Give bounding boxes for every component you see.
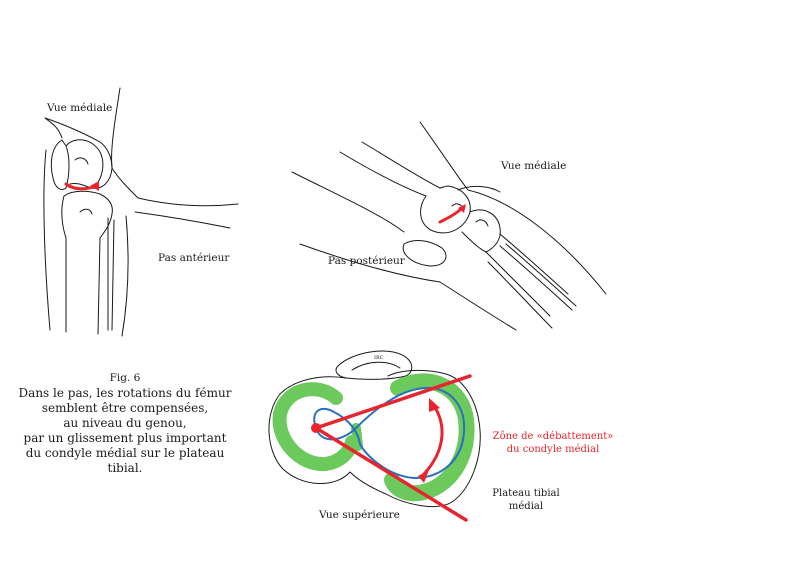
label-vue-superieure: Vue supérieure bbox=[319, 509, 400, 521]
label-zone-debattement: Zône de «débattement» du condyle médial bbox=[478, 430, 628, 456]
zone-line-2: du condyle médial bbox=[506, 444, 600, 455]
figure-number: Fig. 6 bbox=[109, 372, 141, 384]
rotation-line-upper bbox=[314, 374, 472, 430]
label-pas-posterieur: Pas postérieur bbox=[328, 255, 405, 267]
caption-line-1: Dans le pas, les rotations du fémur bbox=[18, 386, 232, 400]
left-knee-drawing bbox=[43, 87, 239, 337]
lateral-cartilage-ring bbox=[272, 382, 359, 472]
medial-cartilage-crescent bbox=[384, 373, 475, 502]
label-pas-anterieur: Pas antérieur bbox=[158, 252, 230, 264]
svg-text:IRC: IRC bbox=[374, 355, 384, 361]
rotation-arc bbox=[422, 404, 444, 476]
pivot-point bbox=[311, 423, 321, 433]
caption-line-5: du condyle médial sur le plateau tibial. bbox=[25, 446, 225, 475]
arrowheads bbox=[90, 181, 466, 483]
zone-line-1: Zône de «débattement» bbox=[492, 431, 614, 442]
caption-line-4: par un glissement plus important bbox=[23, 431, 227, 445]
cartilage-zones bbox=[272, 373, 475, 502]
right-knee-arrowhead bbox=[458, 204, 466, 213]
tibial-plateau-drawing: IRC bbox=[268, 350, 481, 508]
arc-arrowhead-bottom bbox=[418, 470, 429, 483]
figure-caption: Fig. 6 Dans le pas, les rotations du fém… bbox=[10, 371, 240, 476]
label-plateau-tibial: Plateau tibial médial bbox=[478, 487, 574, 513]
caption-line-2: semblent être compensées, bbox=[41, 401, 209, 415]
right-knee-arc bbox=[438, 206, 464, 224]
left-knee-arrowhead bbox=[90, 181, 99, 191]
caption-line-3: au niveau du genou, bbox=[63, 416, 187, 430]
plateau-line-2: médial bbox=[508, 501, 544, 512]
plateau-line-1: Plateau tibial bbox=[492, 488, 560, 499]
rotation-line-lower bbox=[314, 426, 468, 522]
arc-arrowhead-top bbox=[429, 398, 440, 412]
right-knee-drawing bbox=[291, 121, 607, 331]
label-vue-mediale-left: Vue médiale bbox=[47, 102, 113, 114]
label-vue-mediale-right: Vue médiale bbox=[501, 160, 567, 172]
